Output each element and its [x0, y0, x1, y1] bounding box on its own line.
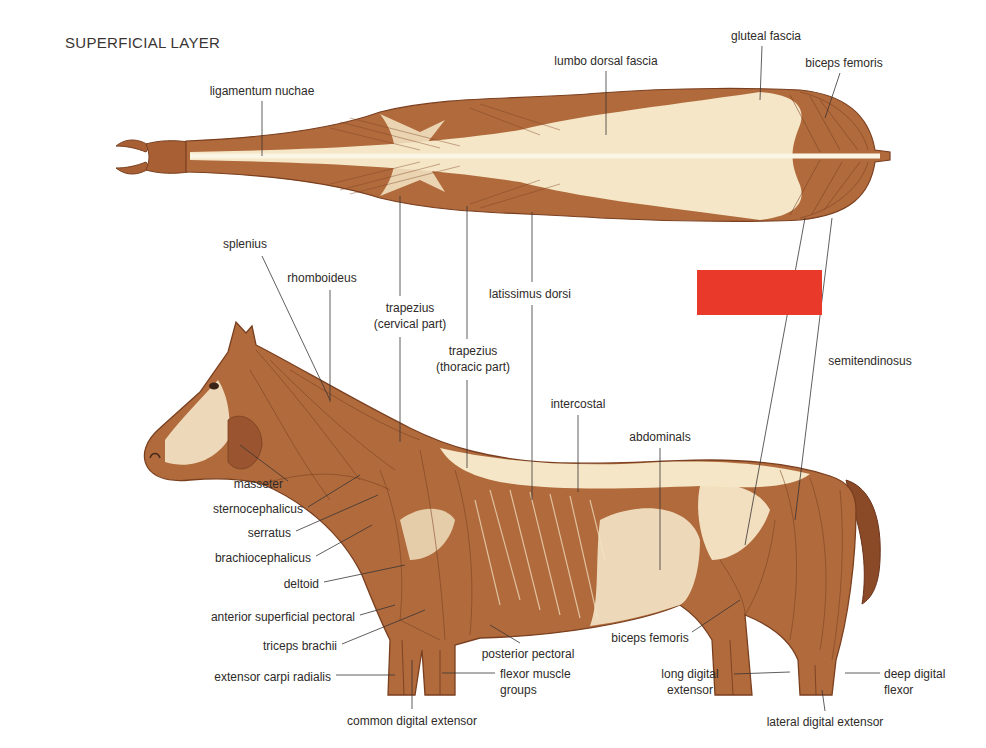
- muscle-label: anterior superficial pectoral: [211, 609, 355, 625]
- leader-line: [330, 290, 331, 402]
- muscle-label: posterior pectoral: [482, 646, 575, 662]
- midline: [190, 154, 880, 159]
- leader-line: [336, 675, 395, 676]
- muscle-label: intercostal: [551, 396, 606, 412]
- muscle-label: rhomboideus: [287, 270, 356, 286]
- masseter: [228, 416, 262, 469]
- leader-line: [467, 380, 468, 468]
- muscle-label: common digital extensor: [347, 713, 477, 729]
- leader-line: [412, 660, 413, 709]
- leg-lines: [402, 640, 816, 695]
- muscle-label: splenius: [223, 236, 267, 252]
- muscle-label: lateral digital extensor: [767, 714, 884, 730]
- muscle-label: lumbo dorsal fascia: [554, 53, 657, 69]
- muscle-label: long digital extensor: [650, 666, 730, 698]
- shoulder-fascia: [400, 509, 455, 560]
- horse-body: [144, 322, 856, 695]
- top-view: [116, 88, 890, 221]
- leader-line: [532, 305, 533, 500]
- muscle-label: latissimus dorsi: [489, 286, 571, 302]
- rib-lines: [475, 490, 605, 620]
- muscle-label: triceps brachii: [263, 638, 337, 654]
- muscle-label: gluteal fascia: [731, 28, 801, 44]
- muscle-label: deep digital flexor: [884, 666, 964, 698]
- leader-line: [734, 672, 790, 674]
- top-body: [186, 88, 890, 221]
- muscle-label: ligamentum nuchae: [210, 83, 315, 99]
- leader-line: [692, 600, 740, 632]
- leader-line: [360, 605, 395, 615]
- leader-line: [324, 565, 405, 582]
- head-top: [146, 141, 188, 174]
- side-view: [144, 322, 880, 695]
- hip-fascia: [698, 484, 770, 560]
- leader-line: [795, 218, 832, 520]
- leader-line: [400, 337, 401, 442]
- leader-line: [467, 206, 468, 339]
- muscle-label: biceps femoris: [805, 55, 882, 71]
- leader-line: [845, 673, 880, 674]
- muscle-label: semitendinosus: [828, 353, 911, 369]
- muscle-label: masseter: [234, 476, 283, 492]
- leader-line: [660, 448, 661, 570]
- muscle-label: extensor carpi radialis: [214, 669, 331, 685]
- leader-line: [532, 212, 533, 282]
- leader-line: [316, 525, 372, 556]
- leader-line: [745, 218, 805, 545]
- eye: [209, 383, 219, 390]
- back-fascia: [440, 448, 810, 489]
- muscle-label: abdominals: [629, 429, 690, 445]
- leader-line: [400, 196, 401, 296]
- redaction-box: [697, 270, 822, 315]
- leader-line: [296, 495, 378, 531]
- muscle-label: brachiocephalicus: [215, 550, 311, 566]
- muscle-label: sternocephalicus: [213, 501, 303, 517]
- shoulder-lines: [380, 450, 472, 640]
- face-fascia: [165, 380, 230, 465]
- muscle-label: flexor muscle groups: [500, 666, 590, 698]
- muscle-label: deltoid: [284, 576, 319, 592]
- leader-line: [822, 690, 825, 711]
- muscle-label: serratus: [248, 525, 291, 541]
- diagram-title: SUPERFICIAL LAYER: [65, 34, 220, 52]
- leader-line: [442, 673, 495, 674]
- leader-line: [262, 101, 263, 156]
- leader-line: [240, 445, 288, 481]
- hind-lines: [720, 470, 842, 660]
- leader-line: [578, 415, 579, 492]
- muscle-label: trapezius (thoracic part): [426, 343, 521, 375]
- nostril: [150, 454, 160, 459]
- muscle-label: biceps femoris: [611, 630, 688, 646]
- ear: [116, 140, 150, 152]
- leader-line: [490, 625, 520, 643]
- leader-line: [825, 73, 840, 118]
- ear: [116, 162, 150, 174]
- leader-line: [606, 71, 607, 135]
- muscle-label: trapezius (cervical part): [363, 300, 458, 332]
- leader-line: [308, 475, 360, 507]
- leader-line: [760, 46, 762, 100]
- abdominal-fascia: [590, 508, 700, 626]
